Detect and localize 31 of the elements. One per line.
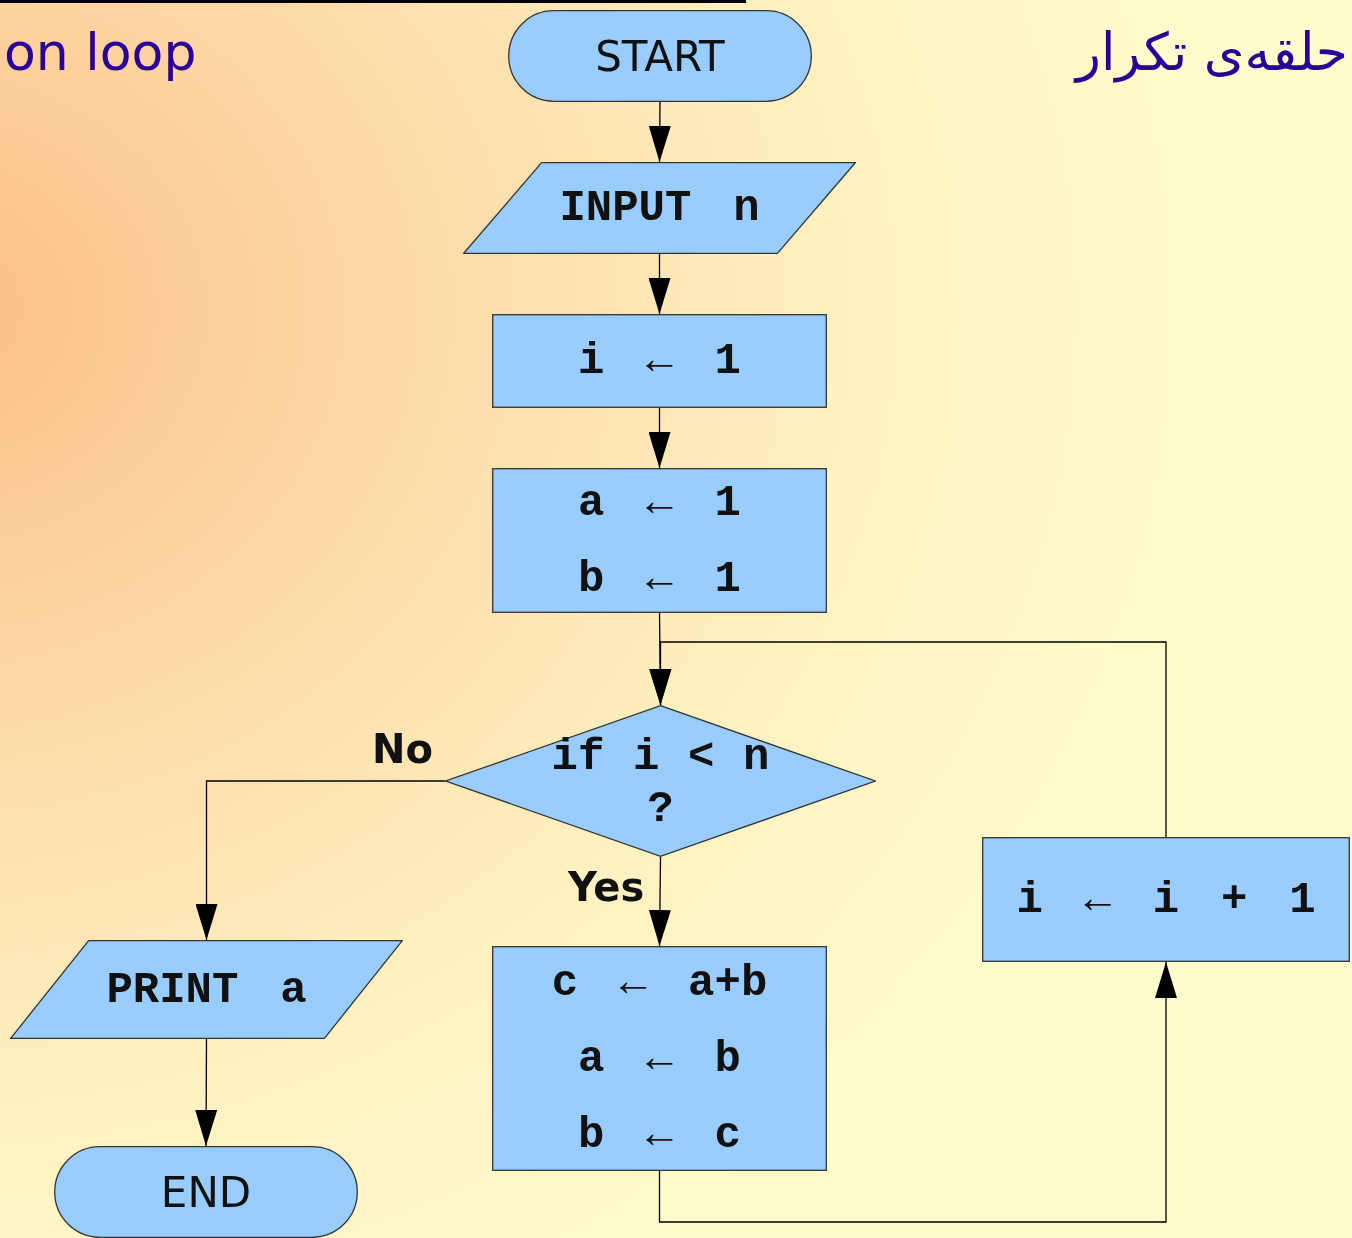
arrow: [658, 961, 1177, 1223]
edge-label: Yes: [568, 864, 645, 910]
assignment-statement: b ← c: [578, 1108, 741, 1162]
arrow: [195, 1038, 218, 1147]
assignment-statement: i ← 1: [578, 335, 741, 388]
input-output-parallelogram: [10, 940, 403, 1039]
assignment-statement: a ← 1: [578, 476, 741, 530]
terminal-label: START: [595, 31, 725, 81]
assignment-statement: c ← a+b: [551, 956, 768, 1010]
input-output-parallelogram: [463, 162, 856, 254]
process-box: [492, 314, 827, 408]
arrow: [195, 780, 446, 941]
assignment-statement: a ← b: [578, 1032, 741, 1086]
arrow: [649, 641, 1167, 838]
heading-text: on loop: [4, 22, 197, 82]
condition-text: if i < n ?: [550, 731, 771, 835]
process-box: [982, 837, 1350, 962]
io-statement: PRINT a: [106, 963, 307, 1017]
arrow: [648, 253, 671, 315]
assignment-statement: i ← i + 1: [1016, 873, 1316, 927]
arrow: [648, 407, 671, 469]
heading-text: حلقه‌ی تکرار: [1075, 22, 1348, 82]
process-box: [492, 468, 827, 613]
io-statement: INPUT n: [559, 182, 760, 235]
arrow: [648, 101, 671, 163]
edge-label: No: [372, 726, 433, 772]
arrow: [648, 856, 671, 947]
decision-diamond: [445, 705, 876, 857]
process-box: [492, 946, 827, 1171]
assignment-statement: b ← 1: [578, 552, 741, 606]
terminal-label: END: [160, 1167, 252, 1217]
